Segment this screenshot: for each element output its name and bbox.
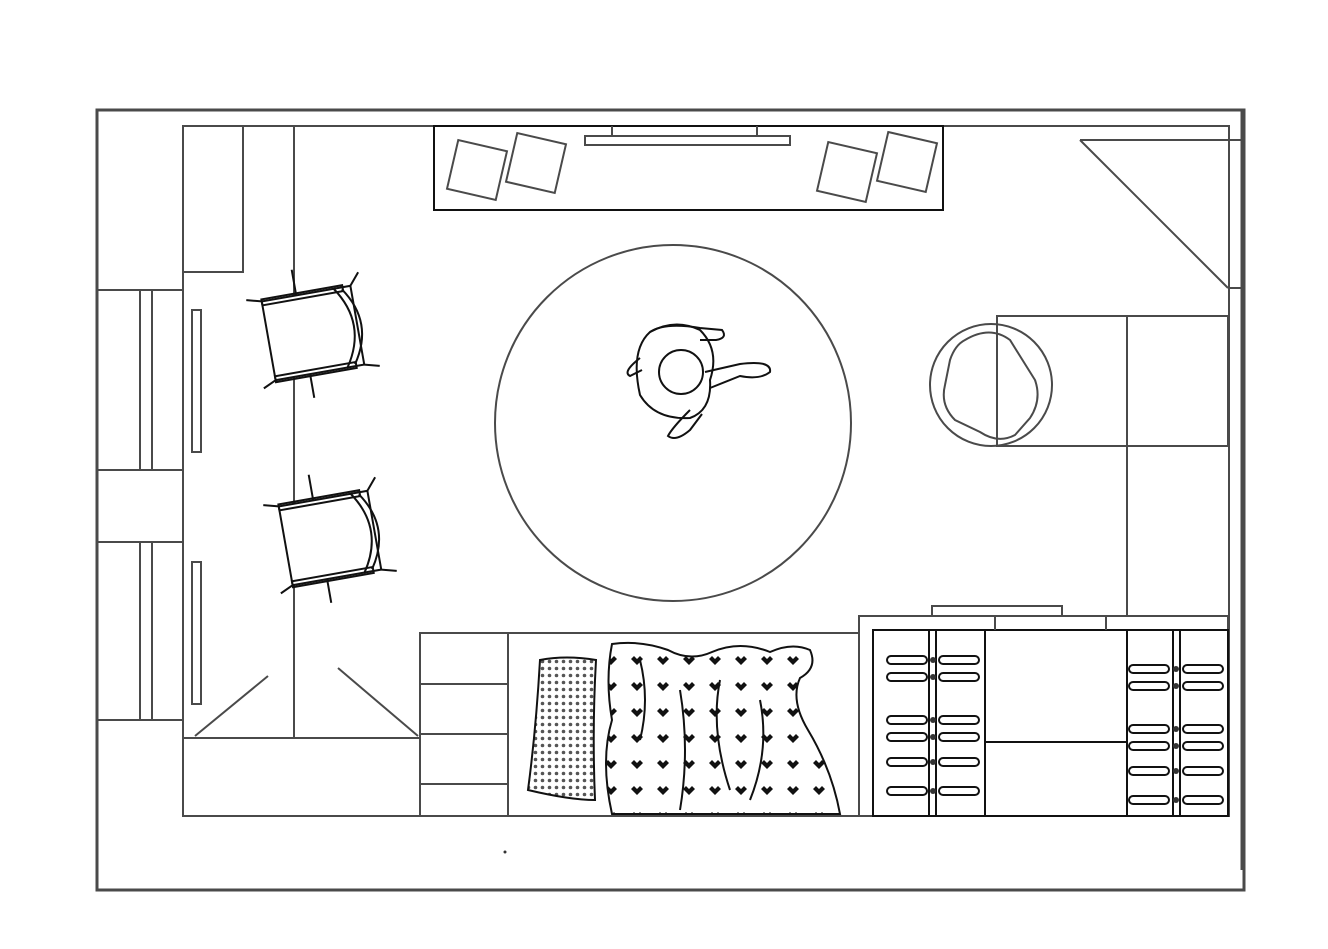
corner-shelf <box>1079 139 1242 289</box>
wardrobe-hangers <box>886 655 1224 805</box>
left-cabinet <box>182 125 420 739</box>
armchair <box>246 269 380 398</box>
armchair <box>263 474 397 603</box>
bed <box>419 632 860 817</box>
right-cabinet <box>1126 315 1229 616</box>
round-chair <box>929 315 1128 447</box>
wardrobe <box>858 605 1229 817</box>
left-windows <box>96 289 184 721</box>
pillow <box>526 656 598 802</box>
desk <box>433 125 944 211</box>
round-rug <box>494 244 852 602</box>
blanket <box>605 641 842 815</box>
dot-mark <box>503 850 507 854</box>
person <box>626 323 772 439</box>
